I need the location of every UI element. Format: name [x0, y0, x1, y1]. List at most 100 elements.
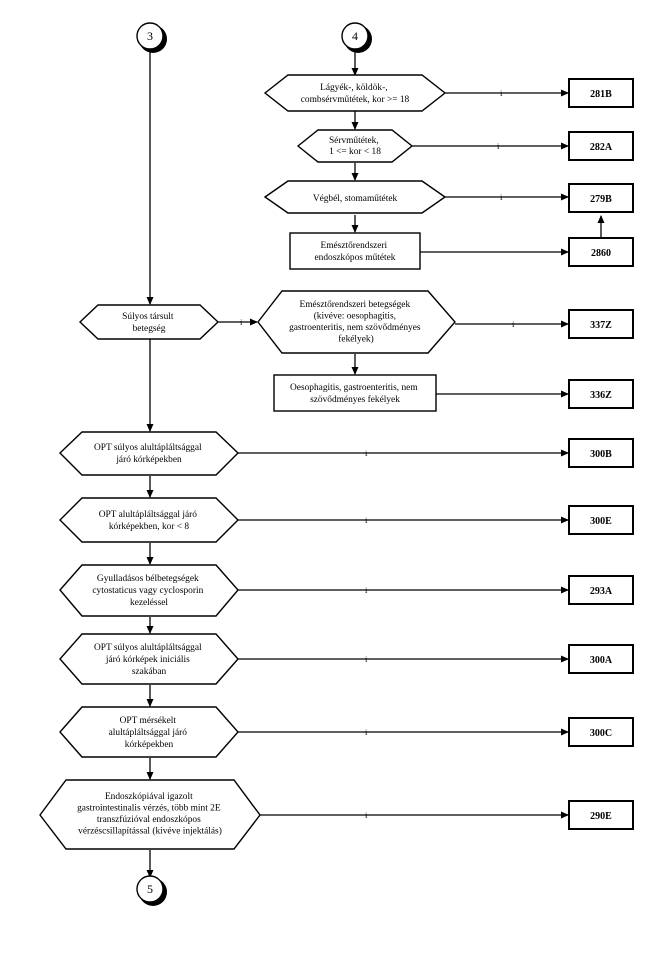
node-text-line: OPT súlyos alultápláltsággal [94, 443, 202, 453]
svg-text:OPT mérsékelt alultáplál: OPT mérsékelt alultápláltsággal járó kór… [109, 716, 190, 750]
node-text-line: kórképekben, kor < 8 [109, 522, 190, 532]
svg-text:Endoszkópiával igazolt g: Endoszkópiával igazolt gastrointestinali… [77, 792, 223, 837]
edge-label: i [500, 88, 503, 98]
svg-text:Emésztőrendszeri endoszk: Emésztőrendszeri endoszkópos műtétek [315, 241, 396, 263]
code-label: 281B [590, 89, 612, 100]
node-text-line: Emésztőrendszeri [321, 241, 388, 251]
flow-lines [146, 50, 605, 878]
node-opt-kor8-decision: OPT alultápláltsággal járó kórképekben, … [59, 497, 239, 543]
node-text-line: OPT súlyos alultápláltsággal [94, 643, 202, 653]
edge-label: i [365, 448, 368, 458]
node-text-line: Endoszkópiával igazolt [105, 792, 193, 802]
code-box-337Z: 337Z [568, 309, 634, 339]
node-text-line: gastrointestinalis vérzés, több mint 2E [77, 804, 221, 814]
edge-label: i [365, 515, 368, 525]
node-text-line: kezeléssel [130, 598, 168, 608]
node-text-line: (kivéve: oesophagitis, [314, 311, 396, 322]
code-box-290E: 290E [568, 800, 634, 830]
code-label: 290E [590, 811, 612, 822]
node-text-line: alultápláltsággal járó [109, 728, 188, 738]
edge-label: i [240, 317, 243, 327]
node-text-line: betegség [133, 324, 166, 334]
edge-label: i [512, 319, 515, 329]
node-endo-verzes-decision: Endoszkópiával igazolt gastrointestinali… [39, 779, 261, 850]
code-box-293A: 293A [568, 575, 634, 605]
node-text-line: járó kórképekben [115, 455, 182, 465]
node-text-line: endoszkópos műtétek [315, 253, 396, 263]
node-text-line: járó kórképek iniciális [105, 655, 190, 665]
code-label: 279B [590, 194, 612, 205]
svg-text:Sérvműtétek, 1 <= kor <: Sérvműtétek, 1 <= kor < 18 [329, 136, 381, 157]
node-text-line: gastroenteritis, nem szövődményes [289, 323, 421, 333]
code-box-300C: 300C [568, 717, 634, 747]
node-text-line: Súlyos társult [122, 312, 174, 322]
edge-label: i [500, 192, 503, 202]
edge-label: i [365, 810, 368, 820]
svg-text:Gyulladásos bélbetegségek: Gyulladásos bélbetegségek cytostaticus v… [92, 574, 205, 608]
code-label: 300C [590, 728, 612, 739]
node-text-line: Oesophagitis, gastroenteritis, nem [290, 383, 418, 393]
svg-text:Emésztőrendszeri betegségek: Emésztőrendszeri betegségek (kivéve: oes… [289, 300, 423, 345]
svg-text:Lágyék-, köldök-, combsé: Lágyék-, köldök-, combsérvműtétek, kor >… [301, 83, 410, 105]
node-text-line: combsérvműtétek, kor >= 18 [301, 95, 410, 105]
connector-3: 3 [136, 22, 167, 53]
node-text-line: szakában [132, 667, 167, 677]
code-label: 300A [590, 655, 613, 666]
node-text-line: 1 <= kor < 18 [329, 147, 381, 157]
node-text-line: kórképekben [125, 740, 174, 750]
svg-text:OPT súlyos alultápláltsággal: OPT súlyos alultápláltsággal járó kórkép… [94, 643, 204, 677]
edge-label: i [365, 727, 368, 737]
edge-label: i [365, 654, 368, 664]
code-box-300B: 300B [568, 438, 634, 468]
node-text-line: OPT mérsékelt [120, 716, 177, 726]
svg-text:Súlyos társult betegség: Súlyos társult betegség [122, 312, 176, 334]
node-text-line: szövődményes fekélyek [310, 394, 400, 405]
connector-4: 4 [341, 22, 372, 53]
node-text-line: Lágyék-, köldök-, [320, 83, 387, 93]
node-text-line: Végbél, stomaműtétek [313, 194, 398, 204]
code-box-281B: 281B [568, 78, 634, 108]
code-box-2860: 2860 [568, 237, 634, 267]
node-text-line: vérzéscsillapítással (kivéve injektálás) [78, 826, 222, 837]
code-box-282A: 282A [568, 131, 634, 161]
node-text-line: cytostaticus vagy cyclosporin [92, 586, 203, 596]
node-opt-sulyos-decision: OPT súlyos alultápláltsággal járó kórkép… [58, 431, 240, 476]
code-label: 300E [590, 516, 612, 527]
svg-text:Oesophagitis, gastroenteritis,: Oesophagitis, gastroenteritis, nem szövő… [290, 383, 420, 405]
node-text-line: Gyulladásos bélbetegségek [97, 574, 199, 584]
node-text-line: fekélyek) [338, 334, 373, 345]
node-emeszto-beteg-decision: Emésztőrendszeri betegségek (kivéve: oes… [257, 290, 456, 354]
node-text-line: transzfúzióval endoszkópos [97, 814, 201, 825]
svg-text:OPT súlyos alultápláltsággal: OPT súlyos alultápláltsággal járó kórkép… [94, 443, 204, 465]
code-label: 293A [590, 586, 613, 597]
connector-label: 3 [147, 29, 153, 43]
node-opt-merseklt-decision: OPT mérsékelt alultápláltsággal járó kór… [59, 706, 239, 758]
node-opt-inicialis-decision: OPT súlyos alultápláltsággal járó kórkép… [59, 633, 239, 685]
edge-labels: i i i i i i i i i i i [240, 88, 515, 820]
code-label: 300B [590, 449, 612, 460]
connector-5: 5 [136, 875, 167, 906]
node-text-line: Emésztőrendszeri betegségek [300, 300, 411, 310]
node-sulyos-decision: Súlyos társult betegség [78, 304, 220, 340]
code-box-336Z: 336Z [568, 379, 634, 409]
connector-label: 4 [352, 29, 358, 43]
node-servmutetek-decision: Sérvműtétek, 1 <= kor < 18 [296, 129, 414, 163]
node-vegbel-decision: Végbél, stomaműtétek [263, 180, 447, 214]
code-label: 337Z [590, 320, 612, 331]
code-box-300E: 300E [568, 505, 634, 535]
node-text-line: OPT alultápláltsággal járó [99, 510, 198, 520]
code-label: 336Z [590, 390, 612, 401]
edge-label: i [497, 141, 500, 151]
node-text-line: Sérvműtétek, [329, 136, 379, 146]
node-oesophagitis-process: Oesophagitis, gastroenteritis, nem szövő… [273, 374, 437, 412]
svg-text:OPT alultápláltsággal járó: OPT alultápláltsággal járó kórképekben, … [99, 510, 200, 532]
code-label: 2860 [591, 248, 611, 259]
code-box-279B: 279B [568, 183, 634, 213]
node-emeszto-endo-process: Emésztőrendszeri endoszkópos műtétek [289, 232, 421, 270]
code-box-300A: 300A [568, 644, 634, 674]
edge-label: i [365, 585, 368, 595]
node-gyulladasos-decision: Gyulladásos bélbetegségek cytostaticus v… [59, 564, 239, 617]
code-label: 282A [590, 142, 613, 153]
node-lagyek-decision: Lágyék-, köldök-, combsérvműtétek, kor >… [263, 74, 447, 112]
